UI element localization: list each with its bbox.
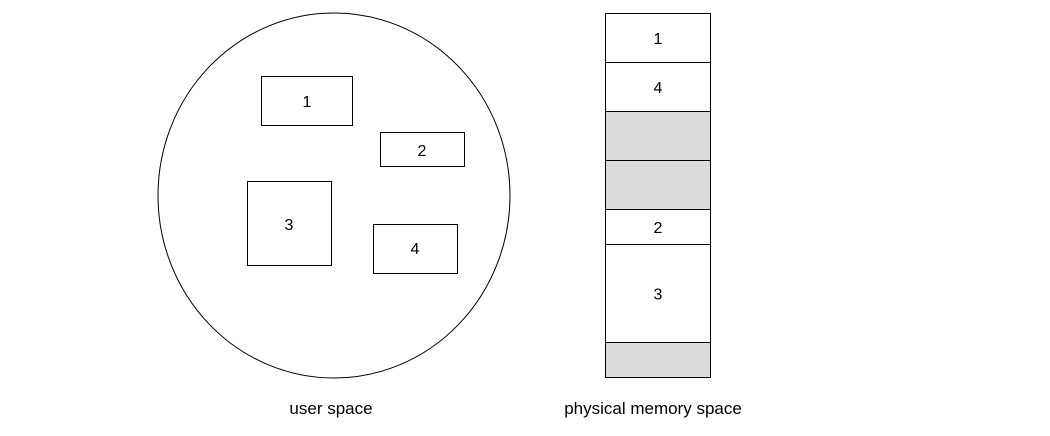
user-space-caption: user space <box>289 399 372 418</box>
memory-segment-label: 3 <box>654 287 663 304</box>
memory-segment: 3 <box>605 244 711 343</box>
memory-segment-free <box>605 342 711 378</box>
memory-segment-box <box>605 62 711 112</box>
memory-segment-label: 4 <box>654 80 663 97</box>
user-block-1: 1 <box>261 76 353 126</box>
memory-segment: 1 <box>605 13 711 63</box>
memory-segment: 4 <box>605 62 711 112</box>
physical-memory-caption: physical memory space <box>564 399 742 418</box>
user-space: 1 2 3 4 user space <box>157 12 511 418</box>
memory-segment-label: 1 <box>654 31 663 48</box>
memory-segment-free <box>605 111 711 161</box>
user-block-label: 3 <box>285 217 294 234</box>
physical-memory: 1 4 2 3 <box>605 13 711 378</box>
memory-segment: 2 <box>605 209 711 245</box>
memory-segment-box <box>605 111 711 161</box>
memory-segment-label: 2 <box>654 220 663 237</box>
user-block-label: 1 <box>303 94 312 111</box>
memory-segment-free <box>605 160 711 210</box>
user-block-label: 2 <box>418 143 427 160</box>
memory-segment-box <box>605 244 711 343</box>
memory-segment-box <box>605 342 711 378</box>
memory-segment-box <box>605 160 711 210</box>
user-block-3: 3 <box>247 181 332 266</box>
user-space-circle <box>157 12 511 379</box>
user-block-4: 4 <box>373 224 458 274</box>
user-block-label: 4 <box>411 241 420 258</box>
user-block-2: 2 <box>380 132 465 167</box>
